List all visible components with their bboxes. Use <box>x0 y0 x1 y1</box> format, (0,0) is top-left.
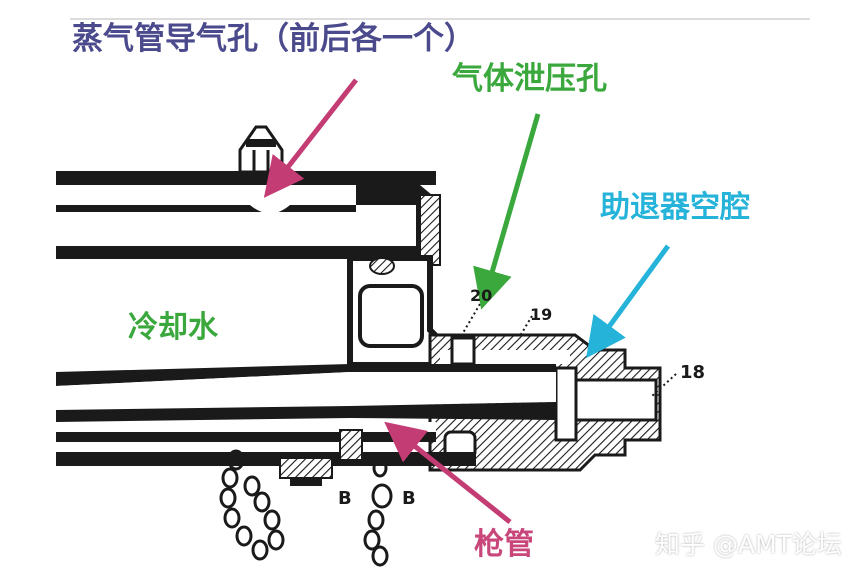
chain-right <box>363 458 393 567</box>
steam-pipe <box>56 171 441 266</box>
booster-cavity-arrow <box>586 244 671 359</box>
watermark: 知乎 @AMT论坛 <box>655 530 842 559</box>
barrel-arrow <box>384 421 512 524</box>
water-jacket-body <box>347 255 443 368</box>
booster-cavity-label: 助退器空腔 <box>600 190 750 225</box>
part-number-18: 18 <box>680 362 705 383</box>
steam-vent-arrow <box>263 78 358 198</box>
part-letter-b-left: B <box>338 488 352 509</box>
barrel-label: 枪管 <box>474 527 534 562</box>
steam-vent-label: 蒸气管导气孔（前后各一个） <box>72 21 475 57</box>
lower-bracket <box>279 457 333 486</box>
top-border <box>70 18 810 20</box>
vent-valve-cap <box>238 125 284 174</box>
part-leaders <box>459 303 677 397</box>
barrel-tube <box>56 364 556 466</box>
cooling-water-label: 冷却水 <box>128 310 218 345</box>
part-number-19: 19 <box>530 305 552 324</box>
part-letter-b-right: B <box>402 488 416 509</box>
gas-vent-arrow <box>473 113 541 310</box>
chain-left <box>219 449 285 561</box>
gas-vent-label: 气体泄压孔 <box>452 61 607 97</box>
part-number-20: 20 <box>470 286 492 305</box>
